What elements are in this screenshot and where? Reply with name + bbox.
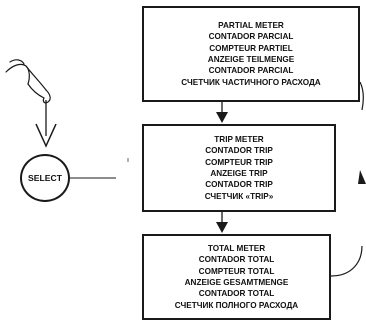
down-arrow-icon (35, 100, 57, 148)
arrow-trip-to-total (216, 212, 228, 233)
pointing-finger-icon (5, 59, 51, 104)
partial-meter-line: COMPTEUR PARTIEL (209, 43, 293, 53)
arrow-partial-to-trip (216, 102, 228, 123)
total-meter-line: COMPTEUR TOTAL (198, 266, 275, 276)
trip-meter-box: TRIP METER CONTADOR TRIP COMPTEUR TRIP A… (142, 124, 336, 212)
select-button[interactable]: SELECT (20, 154, 70, 202)
trip-meter-line: TRIP METER (214, 134, 264, 144)
total-meter-box: TOTAL METER CONTADOR TOTAL COMPTEUR TOTA… (142, 234, 331, 320)
trip-meter-line: ANZEIGE TRIP (210, 169, 268, 178)
trip-meter-line: CONTADOR TRIP (205, 146, 273, 156)
trip-meter-line: CONTADOR TRIP (205, 180, 273, 190)
partial-meter-line: CONTADOR PARCIAL (208, 32, 294, 42)
partial-meter-line: PARTIAL METER (218, 20, 284, 30)
partial-meter-line: ANZEIGE TEILMENGE (207, 55, 295, 64)
partial-meter-line: СЧЕТЧИК ЧАСТИЧНОГО РАСХОДА (181, 77, 321, 87)
total-meter-line: TOTAL METER (207, 243, 266, 253)
trip-meter-line: COMPTEUR TRIP (205, 157, 273, 167)
return-loop-arrow (330, 81, 366, 277)
trip-meter-line: СЧЕТЧИК «TRIP» (204, 191, 274, 201)
total-meter-line: CONTADOR TOTAL (198, 255, 275, 265)
partial-meter-line: CONTADOR PARCIAL (208, 66, 294, 76)
total-meter-line: CONTADOR TOTAL (198, 289, 275, 299)
total-meter-line: ANZEIGE GESAMTMENGE (184, 278, 289, 287)
total-meter-line: СЧЕТЧИК ПОЛНОГО РАСХОДА (174, 300, 299, 310)
partial-meter-box: PARTIAL METER CONTADOR PARCIAL COMPTEUR … (142, 6, 360, 102)
